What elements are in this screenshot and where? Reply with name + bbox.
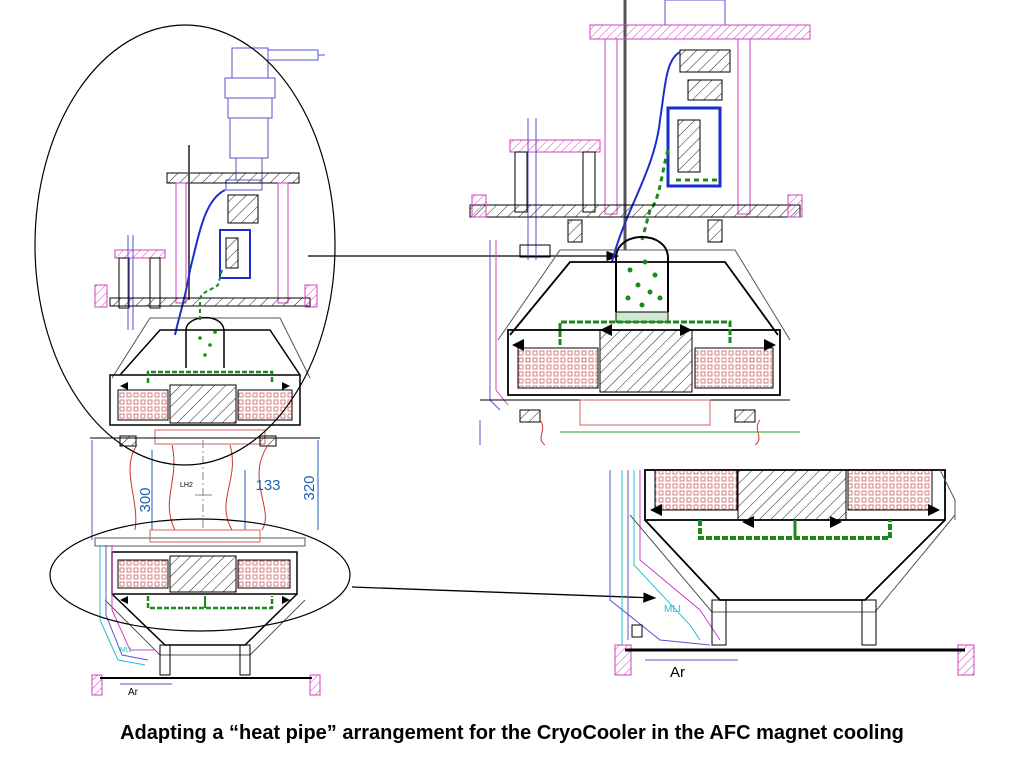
condenser-right <box>666 106 722 188</box>
lower-zoom-detail <box>609 469 975 676</box>
arrow-lower <box>351 586 657 603</box>
zoom-ellipse-lower <box>49 518 351 632</box>
figure-caption: Adapting a “heat pipe” arrangement for t… <box>120 722 904 744</box>
label-mli-right: MLI <box>664 604 681 615</box>
zoom-ellipse-upper <box>34 24 336 466</box>
label-mli-left: MLI <box>120 647 132 654</box>
condenser-left <box>219 229 251 279</box>
left-assembly <box>90 47 325 696</box>
top-flange-left <box>166 172 300 184</box>
cold-mass-left <box>109 374 301 426</box>
vessel-dome-left <box>119 329 301 376</box>
label-ar-right: Ar <box>670 664 685 681</box>
dimension-300: 300 <box>137 487 154 512</box>
evaporator-dome-left <box>185 316 225 368</box>
dimension-320: 320 <box>301 475 318 500</box>
label-ar-left: Ar <box>128 687 139 698</box>
evaporator-dome-right <box>615 236 669 312</box>
dimension-133: 133 <box>255 477 280 494</box>
vessel-dome-right <box>509 261 779 336</box>
label-lh2: LH2 <box>180 482 193 489</box>
upper-zoom-detail <box>469 0 811 446</box>
